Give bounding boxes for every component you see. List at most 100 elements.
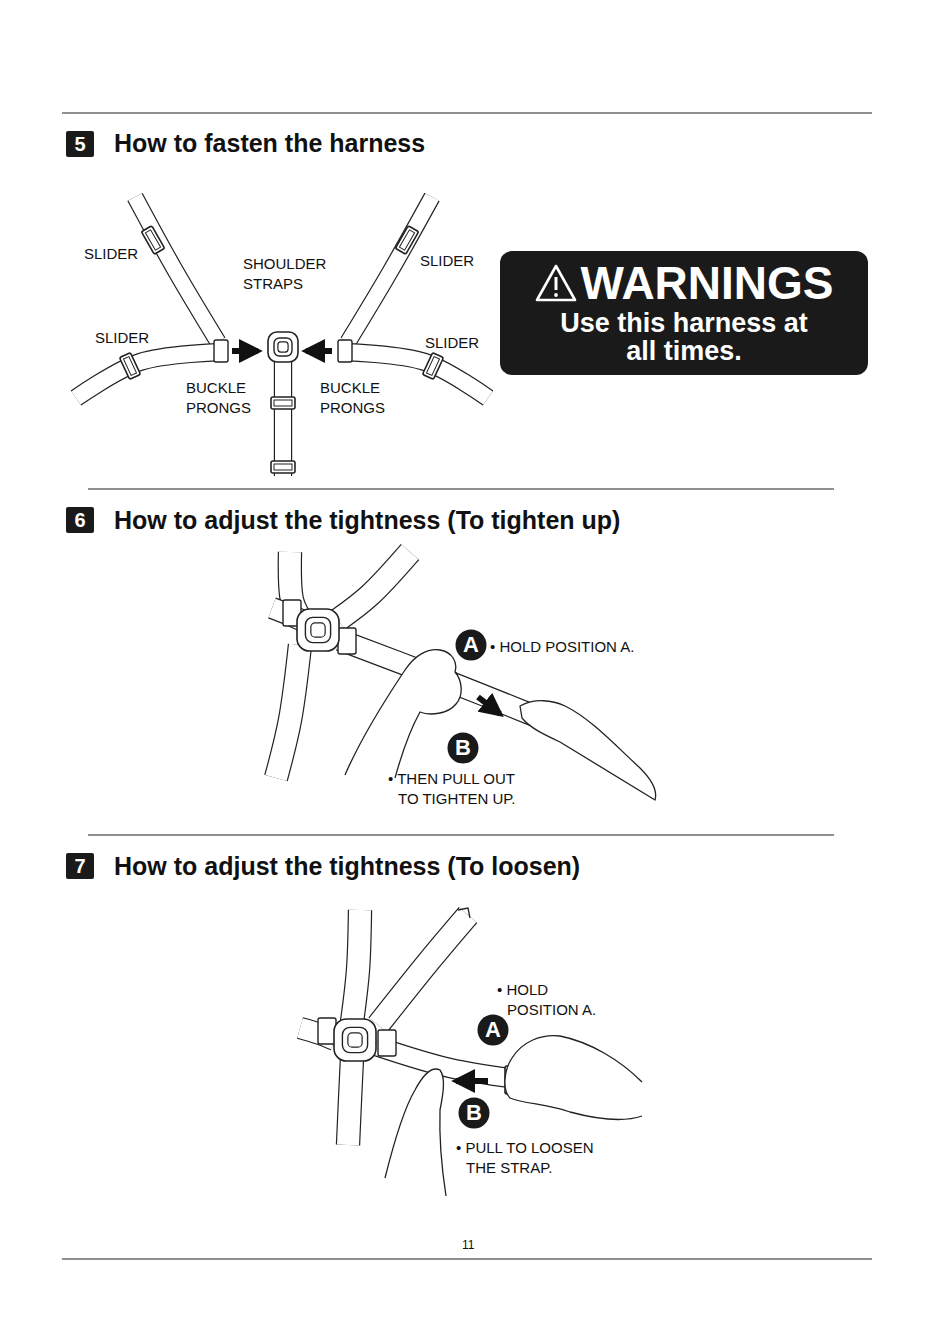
hand: [505, 1036, 642, 1120]
slider-bar: [399, 230, 414, 250]
part-label: SLIDER: [84, 244, 144, 264]
section-number: 7: [66, 853, 94, 879]
warning-heading: WARNINGS: [581, 257, 834, 309]
buckle-inner: [342, 1027, 367, 1052]
callout-letter: B: [447, 732, 479, 764]
strap-loop: [458, 908, 470, 918]
callout-disc: [448, 733, 479, 764]
direction-arrow: [478, 697, 500, 714]
section-number-text: 5: [66, 131, 94, 157]
part-label: BUCKLE PRONGS: [320, 378, 400, 418]
buckle-button: [311, 623, 325, 637]
section-number-text: 6: [66, 507, 94, 533]
callout-disc: [459, 1098, 490, 1129]
warning-heading-row: WARNINGS: [535, 257, 834, 309]
part-label: • HOLD POSITION A.: [490, 637, 690, 657]
strap: [376, 1046, 525, 1080]
slider-bar: [274, 400, 292, 406]
slider-bar: [274, 464, 292, 470]
warning-text: Use this harness at all times.: [549, 309, 819, 365]
section-heading: How to adjust the tightness (To loosen): [114, 851, 814, 881]
part-label: • THEN PULL OUT TO TIGHTEN UP.: [388, 769, 528, 809]
buckle: [334, 1019, 376, 1061]
buckle-inner: [305, 617, 330, 642]
section-heading: How to adjust the tightness (To tighten …: [114, 505, 814, 535]
buckle-button: [348, 1033, 362, 1047]
part-label: SLIDER: [420, 251, 490, 271]
callout-letter: A: [455, 629, 487, 661]
section-number: 5: [66, 131, 94, 157]
buckle: [268, 332, 298, 362]
strap-edge: [338, 552, 410, 620]
strap-edge: [352, 910, 360, 1022]
strap: [135, 197, 218, 342]
buckle-button: [278, 342, 288, 352]
callout-letter-text: B: [447, 732, 479, 764]
callout-letter: B: [458, 1097, 490, 1129]
direction-arrow: [232, 348, 258, 354]
buckle: [297, 609, 339, 651]
page-number: 11: [462, 1237, 492, 1254]
part-label: SHOULDER STRAPS: [243, 254, 343, 294]
part-label: • HOLD POSITION A.: [497, 980, 609, 1020]
section-number-text: 7: [66, 853, 94, 879]
hand: [520, 701, 656, 800]
callout-letter-text: B: [458, 1097, 490, 1129]
strap-edge: [376, 1046, 525, 1080]
hand: [385, 1069, 446, 1196]
slider: [422, 353, 443, 380]
part-label: BUCKLE PRONGS: [186, 378, 266, 418]
slider: [141, 226, 164, 255]
strap-edge: [274, 362, 292, 476]
exclamation-dot: [554, 293, 558, 297]
callout-letter-text: A: [477, 1014, 509, 1046]
slider-bar: [145, 230, 160, 250]
strap: [276, 645, 300, 778]
slider-bar: [123, 357, 136, 376]
strap-edge: [276, 645, 300, 778]
slider-bar: [426, 357, 439, 376]
buckle-prong: [214, 340, 228, 362]
section-heading: How to fasten the harness: [114, 128, 614, 158]
buckle-prong: [378, 1030, 396, 1056]
rule-line: [88, 488, 834, 489]
strap-edge: [348, 197, 432, 342]
warning-triangle: [535, 263, 577, 303]
slider: [119, 353, 140, 380]
strap-edge: [348, 1058, 352, 1145]
exclamation-bar: [554, 277, 557, 290]
strap-edge: [378, 915, 468, 1025]
buckle-prong: [338, 340, 352, 362]
strap: [348, 1058, 352, 1145]
buckle-inner: [274, 338, 292, 356]
section-number: 6: [66, 507, 94, 533]
callout-disc: [456, 630, 487, 661]
part-label: SLIDER: [95, 328, 165, 348]
slider: [271, 397, 295, 409]
direction-arrow: [306, 348, 332, 354]
part-label: • PULL TO LOOSEN THE STRAP.: [456, 1138, 608, 1178]
strap: [352, 910, 360, 1022]
buckle-prong: [338, 628, 356, 654]
tighten-figure: [272, 552, 656, 800]
direction-arrow: [456, 1078, 488, 1084]
rule-lines: [62, 113, 872, 1259]
rule-line: [88, 834, 834, 835]
strap: [378, 915, 468, 1025]
rule-line: [62, 112, 872, 113]
strap: [348, 197, 432, 342]
strap-edge: [135, 197, 218, 342]
hand: [345, 650, 461, 778]
slider: [395, 226, 418, 255]
strap: [275, 362, 291, 476]
warning-panel: WARNINGSUse this harness at all times.: [500, 251, 868, 375]
triangle-outline: [537, 266, 575, 300]
rule-line: [62, 1258, 872, 1259]
slider: [271, 461, 295, 473]
callout-letter-text: A: [455, 629, 487, 661]
loosen-figure: [300, 908, 642, 1196]
callout-letter: A: [477, 1014, 509, 1046]
part-label: SLIDER: [425, 333, 495, 353]
strap: [338, 552, 410, 620]
